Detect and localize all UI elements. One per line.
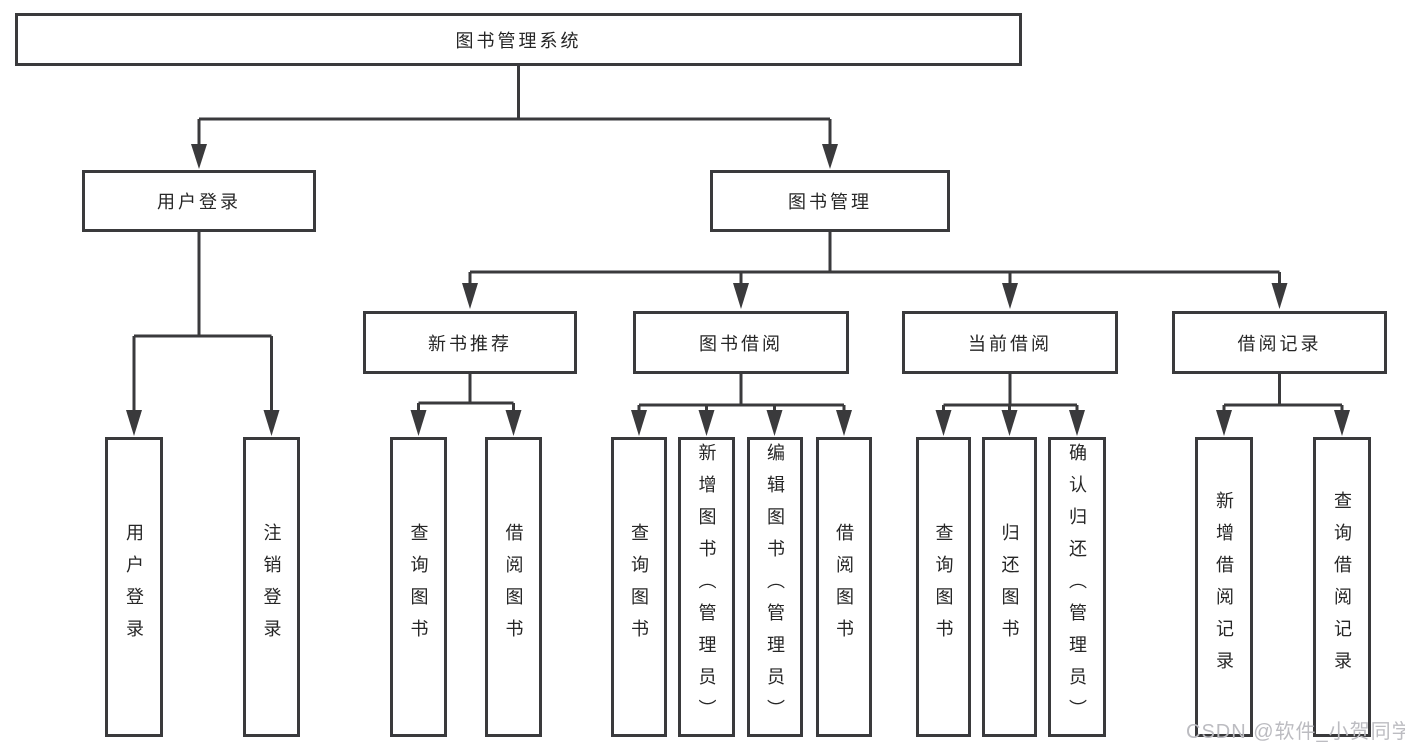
leaf-add-borrow-record: 新增借阅记录: [1195, 437, 1253, 737]
leaf-query-books-2: 查询图书: [611, 437, 667, 737]
arrowhead: [1001, 410, 1018, 436]
node-book-borrowing: 图书借阅: [633, 311, 849, 374]
arrowhead: [1002, 283, 1018, 309]
leaf-add-book-admin: 新增图书（管理员）: [678, 437, 735, 737]
node-label: 归还图书: [999, 523, 1020, 651]
node-label: 借阅记录: [1237, 333, 1322, 354]
node-label: 借阅图书: [503, 523, 524, 651]
connector-current-borrow-branch: [942, 372, 1079, 414]
leaf-query-books-1: 查询图书: [390, 437, 447, 737]
leaf-logout: 注销登录: [243, 437, 300, 737]
node-label: 查询图书: [629, 523, 649, 651]
arrowhead: [410, 410, 427, 436]
connector-root-to-level2: [197, 65, 832, 147]
node-label: 注销登录: [261, 523, 282, 651]
arrowhead: [698, 410, 715, 436]
node-label: 图书管理: [788, 192, 872, 212]
arrowhead: [766, 410, 783, 436]
node-borrowing-records: 借阅记录: [1172, 311, 1387, 374]
arrowhead: [836, 410, 852, 436]
arrowhead: [1271, 283, 1288, 309]
node-label: 用户登录: [124, 523, 144, 651]
node-new-book-recommendation: 新书推荐: [363, 311, 577, 374]
connector-book-management-branch: [468, 231, 1281, 287]
node-label: 新增图书（管理员）: [696, 443, 717, 731]
leaf-query-borrow-record: 查询借阅记录: [1313, 437, 1371, 737]
node-label: 当前借阅: [968, 333, 1052, 354]
leaf-borrow-books-1: 借阅图书: [485, 437, 542, 737]
arrowhead: [462, 283, 478, 309]
arrowhead: [1216, 410, 1232, 436]
arrowhead: [505, 410, 522, 436]
node-label: 用户登录: [157, 192, 241, 212]
node-book-management: 图书管理: [710, 170, 950, 232]
arrowhead: [126, 410, 142, 436]
node-label: 新书推荐: [428, 333, 512, 354]
node-user-login: 用户登录: [82, 170, 316, 232]
node-label: 借阅图书: [834, 523, 854, 651]
arrowhead: [822, 144, 838, 169]
leaf-borrow-books-2: 借阅图书: [816, 437, 872, 737]
node-library-management-system: 图书管理系统: [15, 13, 1022, 66]
arrowhead: [935, 410, 952, 436]
arrowhead: [631, 410, 647, 436]
node-label: 确认归还（管理员）: [1067, 443, 1087, 731]
arrowhead: [191, 144, 207, 169]
connector-new-book-branch: [417, 372, 515, 414]
arrowheads: [126, 144, 1350, 436]
connector-user-login-branch: [132, 231, 273, 414]
node-label: 查询借阅记录: [1332, 491, 1352, 683]
leaf-return-book: 归还图书: [982, 437, 1037, 737]
arrowhead: [263, 410, 280, 436]
watermark-text: CSDN @软件_小贺同学: [1186, 721, 1405, 743]
leaf-user-login: 用户登录: [105, 437, 163, 737]
node-label: 图书借阅: [699, 333, 783, 354]
connector-borrow-records-branch: [1222, 372, 1344, 414]
node-current-borrowing: 当前借阅: [902, 311, 1118, 374]
node-label: 查询图书: [408, 523, 429, 651]
node-label: 查询图书: [933, 523, 954, 651]
leaf-query-books-3: 查询图书: [916, 437, 971, 737]
connector-book-borrow-branch: [637, 372, 846, 414]
arrowhead: [733, 283, 749, 309]
node-label: 图书管理系统: [455, 30, 582, 51]
node-label: 新增借阅记录: [1214, 491, 1234, 683]
node-label: 编辑图书（管理员）: [765, 443, 785, 731]
leaf-edit-book-admin: 编辑图书（管理员）: [747, 437, 803, 737]
leaf-confirm-return-admin: 确认归还（管理员）: [1048, 437, 1106, 737]
arrowhead: [1334, 410, 1350, 436]
arrowhead: [1069, 410, 1085, 436]
